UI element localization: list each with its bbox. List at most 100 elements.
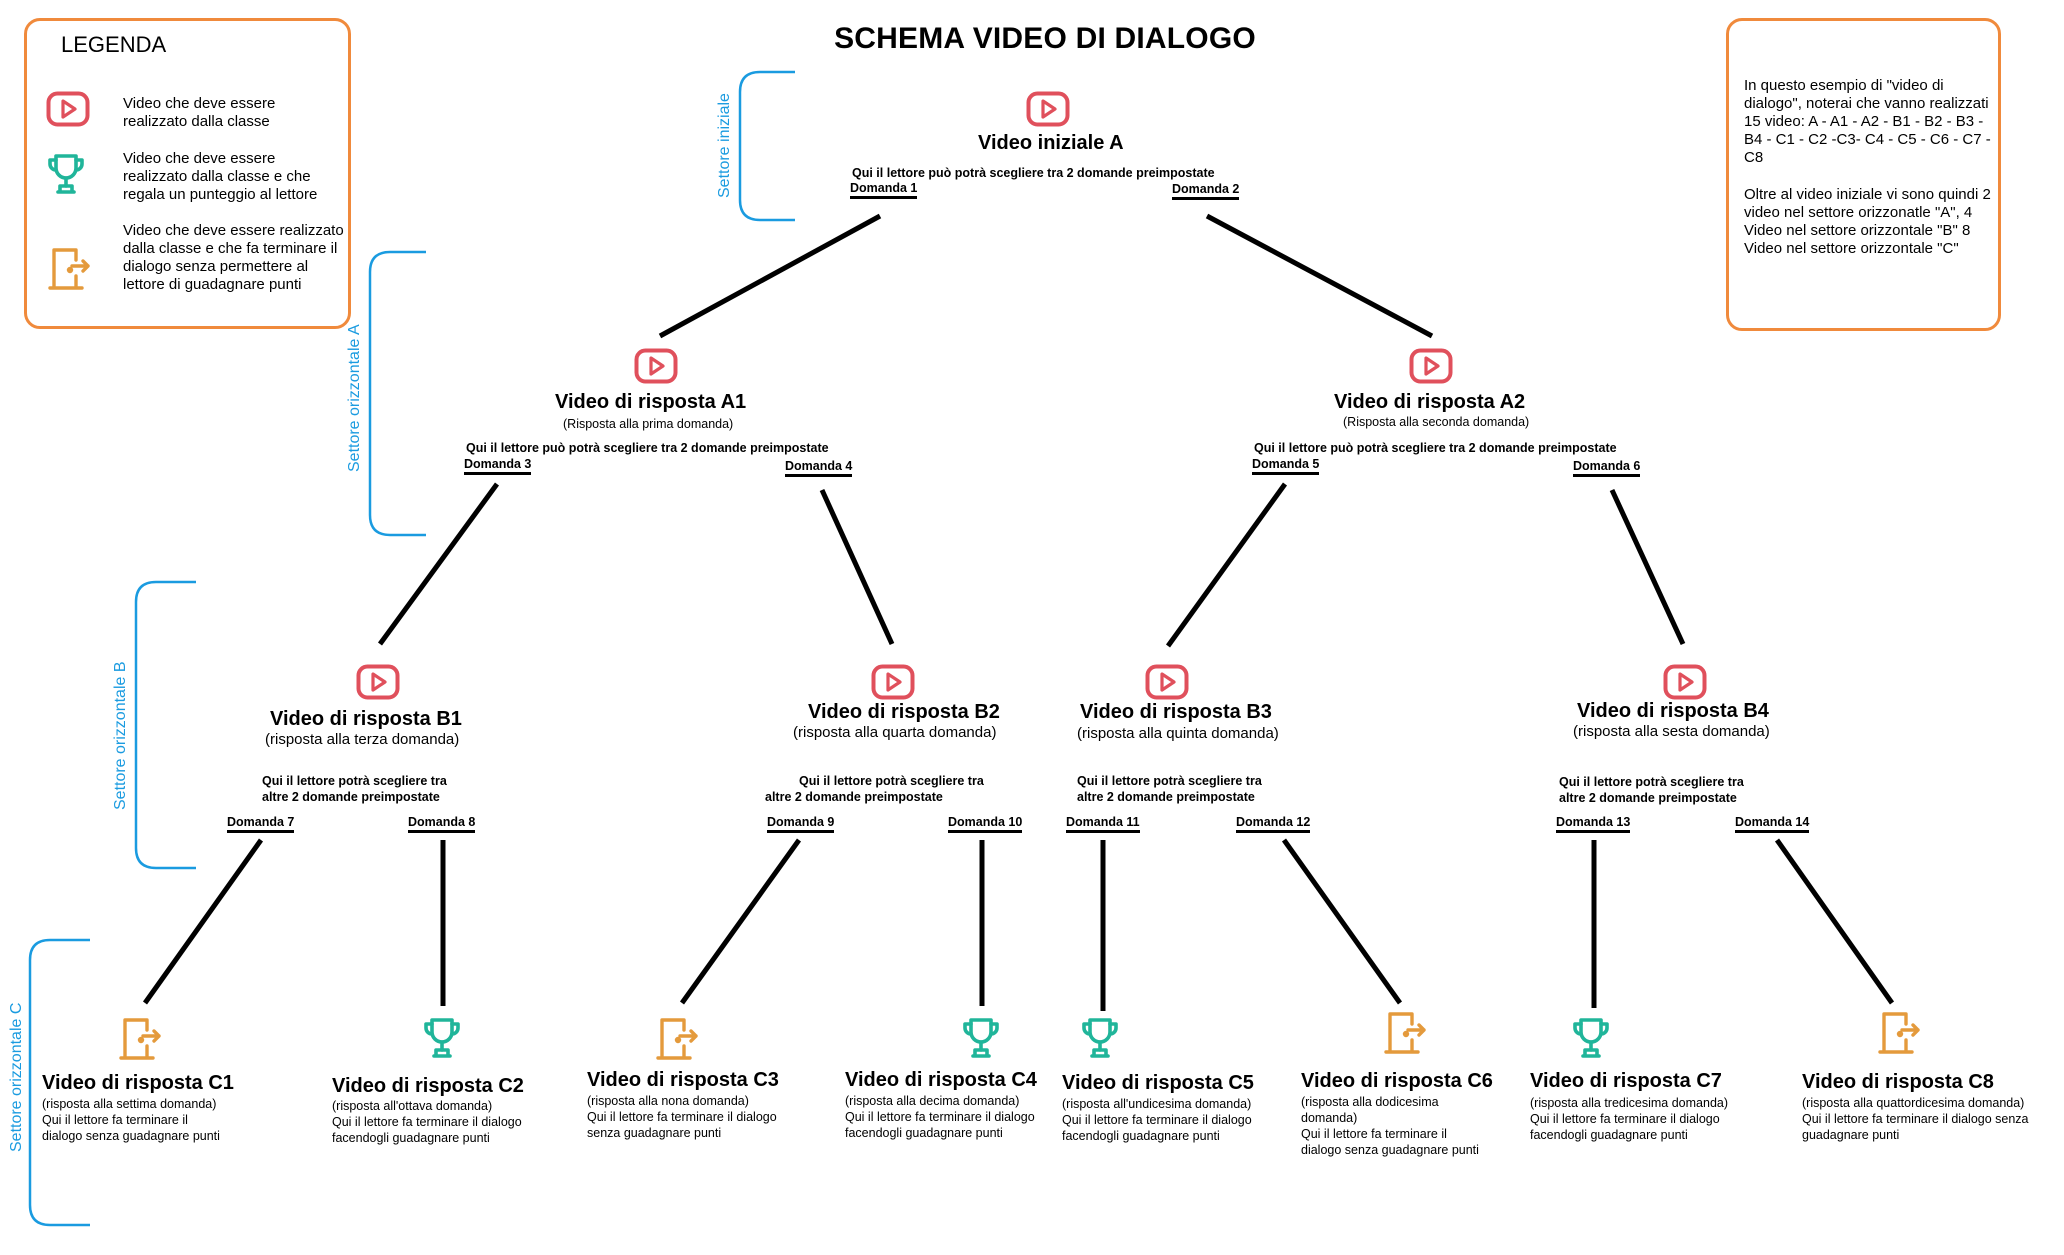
leaf-line-c4-2: Qui il lettore fa terminare il dialogo bbox=[845, 1110, 1035, 1124]
domanda-9: Domanda 9 bbox=[767, 815, 835, 833]
domanda-5: Domanda 5 bbox=[1252, 457, 1320, 475]
play-video-icon bbox=[1026, 91, 1070, 127]
legend-item-exit-text: Video che deve essere realizzato dalla c… bbox=[123, 222, 344, 293]
exit-door-icon bbox=[656, 1018, 698, 1060]
leaf-line-c7-3: facendogli guadagnare punti bbox=[1530, 1128, 1688, 1142]
domanda-2: Domanda 2 bbox=[1172, 182, 1240, 200]
node-question-a2: Qui il lettore può potrà scegliere tra 2… bbox=[1254, 441, 1617, 455]
domanda-4: Domanda 4 bbox=[785, 459, 853, 477]
info-paragraph-1: In questo esempio di "video di dialogo",… bbox=[1744, 77, 1991, 166]
edge-b3-c6 bbox=[1281, 838, 1403, 1005]
domanda-1: Domanda 1 bbox=[850, 181, 918, 199]
play-video-icon bbox=[1145, 664, 1189, 700]
leaf-line-c1-1: (risposta alla settima domanda) bbox=[42, 1097, 217, 1111]
exit-door-icon bbox=[1384, 1012, 1426, 1054]
leaf-line-c2-3: facendogli guadagnare punti bbox=[332, 1131, 490, 1145]
edge-a2-b3 bbox=[1165, 482, 1288, 648]
leaf-line-c3-3: senza guadagnare punti bbox=[587, 1126, 722, 1140]
leaf-line-c3-2: Qui il lettore fa terminare il dialogo bbox=[587, 1110, 777, 1124]
edge-b4-c8 bbox=[1774, 838, 1895, 1005]
node-question-b3-line1: Qui il lettore potrà scegliere tra bbox=[1077, 774, 1262, 788]
domanda-10: Domanda 10 bbox=[948, 815, 1023, 833]
leaf-title-c7: Video di risposta C7 bbox=[1530, 1070, 1722, 1092]
leaf-title-c2: Video di risposta C2 bbox=[332, 1075, 524, 1097]
leaf-title-c6: Video di risposta C6 bbox=[1301, 1070, 1493, 1092]
leaf-title-c4: Video di risposta C4 bbox=[845, 1069, 1037, 1091]
leaf-line-c5-3: facendogli guadagnare punti bbox=[1062, 1129, 1220, 1143]
node-question-b1-line1: Qui il lettore potrà scegliere tra bbox=[262, 774, 447, 788]
play-video-icon bbox=[634, 348, 678, 384]
domanda-8: Domanda 8 bbox=[408, 815, 476, 833]
trophy-icon bbox=[1573, 1018, 1609, 1058]
edge-b2-c3 bbox=[679, 838, 802, 1005]
leaf-title-c8: Video di risposta C8 bbox=[1802, 1071, 1994, 1093]
sector-label-b: Settore orizzontale B bbox=[112, 661, 129, 810]
node-question-b4-line1: Qui il lettore potrà scegliere tra bbox=[1559, 775, 1744, 789]
play-video-icon bbox=[356, 664, 400, 700]
sector-bracket-c bbox=[28, 938, 90, 1227]
node-question-a1: Qui il lettore può potrà scegliere tra 2… bbox=[466, 441, 829, 455]
node-title-a1: Video di risposta A1 bbox=[555, 391, 747, 413]
edge-a-a1 bbox=[658, 213, 882, 339]
node-sub-a1: (Risposta alla prima domanda) bbox=[563, 417, 734, 431]
leaf-line-c2-2: Qui il lettore fa terminare il dialogo bbox=[332, 1115, 522, 1129]
exit-door-icon bbox=[119, 1018, 161, 1060]
sector-label-initial: Settore iniziale bbox=[716, 93, 733, 198]
leaf-line-c7-1: (risposta alla tredicesima domanda) bbox=[1530, 1096, 1729, 1110]
legend-item-video-text: Video che deve essere realizzato dalla c… bbox=[123, 95, 276, 130]
exit-door-icon bbox=[1878, 1012, 1920, 1054]
leaf-line-c5-1: (risposta all'undicesima domanda) bbox=[1062, 1097, 1252, 1111]
domanda-11: Domanda 11 bbox=[1066, 815, 1140, 833]
leaf-line-c1-3: dialogo senza guadagnare punti bbox=[42, 1129, 220, 1143]
leaf-title-c5: Video di risposta C5 bbox=[1062, 1072, 1254, 1094]
trophy-icon bbox=[963, 1018, 999, 1058]
leaf-title-c3: Video di risposta C3 bbox=[587, 1069, 779, 1091]
sector-label-a: Settore orizzontale A bbox=[346, 324, 363, 472]
play-video-icon bbox=[46, 91, 90, 127]
trophy-icon bbox=[1082, 1018, 1118, 1058]
leaf-line-c4-3: facendogli guadagnare punti bbox=[845, 1126, 1003, 1140]
node-sub-b1: (risposta alla terza domanda) bbox=[265, 731, 460, 748]
domanda-12: Domanda 12 bbox=[1236, 815, 1311, 833]
play-video-icon bbox=[1663, 664, 1707, 700]
domanda-3: Domanda 3 bbox=[464, 457, 532, 475]
sector-bracket-b bbox=[134, 580, 196, 870]
node-title-b4: Video di risposta B4 bbox=[1577, 700, 1769, 722]
page-title: SCHEMA VIDEO DI DIALOGO bbox=[834, 22, 1256, 55]
domanda-14: Domanda 14 bbox=[1735, 815, 1810, 833]
domanda-6: Domanda 6 bbox=[1573, 459, 1641, 477]
node-sub-b4: (risposta alla sesta domanda) bbox=[1573, 723, 1770, 740]
leaf-line-c3-1: (risposta alla nona domanda) bbox=[587, 1094, 749, 1108]
leaf-line-c5-2: Qui il lettore fa terminare il dialogo bbox=[1062, 1113, 1252, 1127]
leaf-line-c6-4: dialogo senza guadagnare punti bbox=[1301, 1143, 1479, 1157]
leaf-line-c6-2: domanda) bbox=[1301, 1111, 1358, 1125]
legend-title: LEGENDA bbox=[61, 32, 167, 57]
leaf-line-c6-1: (risposta alla dodicesima bbox=[1301, 1095, 1439, 1109]
leaf-line-c2-1: (risposta all'ottava domanda) bbox=[332, 1099, 493, 1113]
sector-label-c: Settore orizzontale C bbox=[8, 1002, 25, 1152]
leaf-line-c1-2: Qui il lettore fa terminare il bbox=[42, 1113, 188, 1127]
trophy-icon bbox=[48, 154, 84, 194]
node-title-b3: Video di risposta B3 bbox=[1080, 701, 1272, 723]
node-title-a2: Video di risposta A2 bbox=[1334, 391, 1526, 413]
node-sub-a2: (Risposta alla seconda domanda) bbox=[1343, 415, 1530, 429]
edge-a-a2 bbox=[1205, 213, 1434, 339]
legend-item-trophy-text: Video che deve essere realizzato dalla c… bbox=[123, 150, 318, 203]
leaf-line-c7-2: Qui il lettore fa terminare il dialogo bbox=[1530, 1112, 1720, 1126]
edge-a1-b2 bbox=[819, 488, 895, 646]
node-sub-b3: (risposta alla quinta domanda) bbox=[1077, 725, 1279, 742]
sector-bracket-a bbox=[368, 250, 426, 537]
node-title-a: Video iniziale A bbox=[978, 132, 1124, 154]
edge-b1-c1 bbox=[142, 838, 264, 1005]
legend-box bbox=[24, 18, 351, 329]
edge-a2-b4 bbox=[1609, 488, 1686, 646]
domanda-13: Domanda 13 bbox=[1556, 815, 1631, 833]
node-title-b2: Video di risposta B2 bbox=[808, 701, 1000, 723]
trophy-icon bbox=[424, 1018, 460, 1058]
leaf-line-c4-1: (risposta alla decima domanda) bbox=[845, 1094, 1020, 1108]
leaf-line-c6-3: Qui il lettore fa terminare il bbox=[1301, 1127, 1447, 1141]
node-question-b4-line2: altre 2 domande preimpostate bbox=[1559, 791, 1737, 805]
leaf-line-c8-2: Qui il lettore fa terminare il dialogo s… bbox=[1802, 1112, 2029, 1126]
node-sub-b2: (risposta alla quarta domanda) bbox=[793, 724, 997, 741]
